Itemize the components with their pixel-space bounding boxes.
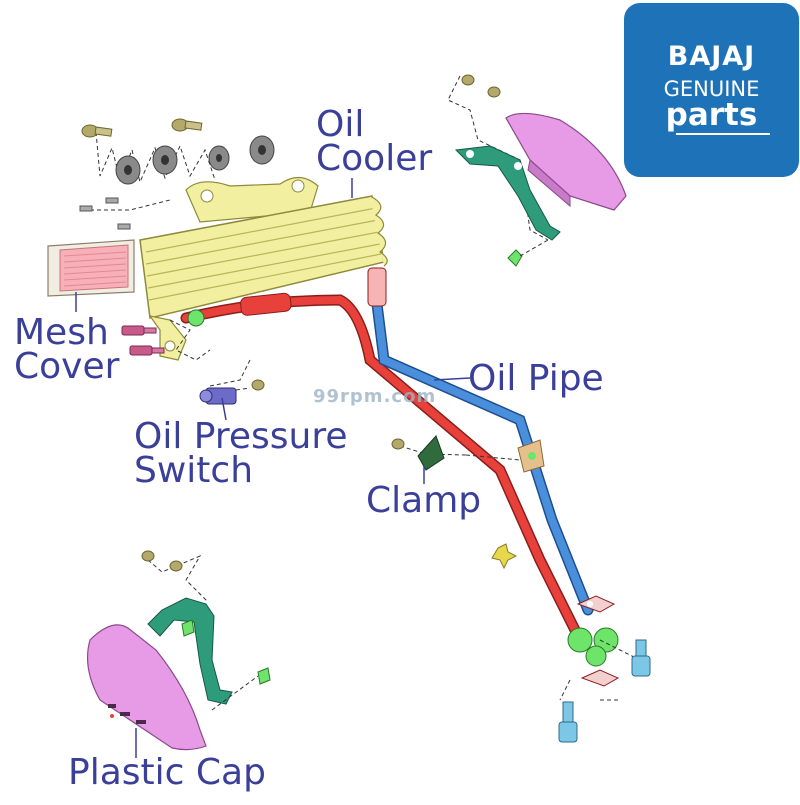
watermark: 99rpm.com xyxy=(313,386,437,407)
upper-side-cover-assembly xyxy=(447,74,627,267)
label-oil-pipe: Oil Pipe xyxy=(468,358,604,399)
label-oil-cooler: Oil Cooler xyxy=(316,104,433,179)
logo-genuine: GENUINE xyxy=(663,77,760,101)
lower-fitting-hardware xyxy=(558,595,651,743)
label-mesh-cover-line2: Cover xyxy=(14,346,120,387)
label-oil-cooler-line2: Cooler xyxy=(316,138,433,179)
label-oil-pressure-switch-line1: Oil Pressure xyxy=(134,416,348,457)
logo-underline xyxy=(676,133,770,135)
label-plastic-cap: Plastic Cap xyxy=(68,752,266,793)
pipe-bracket-star xyxy=(491,543,518,570)
mesh-cover-part xyxy=(47,239,135,297)
oil-pipes-part xyxy=(180,267,619,667)
label-oil-pressure-switch-line2: Switch xyxy=(134,450,254,491)
oil-pressure-switch-part xyxy=(199,359,265,405)
label-oil-cooler-line1: Oil xyxy=(316,104,365,145)
mesh-screws xyxy=(79,197,171,230)
label-mesh-cover: Mesh Cover xyxy=(14,312,120,387)
cooler-mount-hardware xyxy=(81,118,275,185)
banjo-bolts xyxy=(121,319,211,361)
leader-lines xyxy=(75,178,471,758)
logo-brand: BAJAJ xyxy=(667,41,756,72)
label-oil-pressure-switch: Oil Pressure Switch xyxy=(134,416,348,491)
label-clamp: Clamp xyxy=(366,480,482,521)
bajaj-genuine-parts-logo: BAJAJ GENUINE parts xyxy=(624,3,799,177)
oil-cooler-part xyxy=(139,176,388,361)
logo-parts: parts xyxy=(665,97,758,133)
clamp-part xyxy=(391,435,545,473)
plastic-cap-assembly xyxy=(86,550,271,751)
label-mesh-cover-line1: Mesh xyxy=(14,312,109,353)
